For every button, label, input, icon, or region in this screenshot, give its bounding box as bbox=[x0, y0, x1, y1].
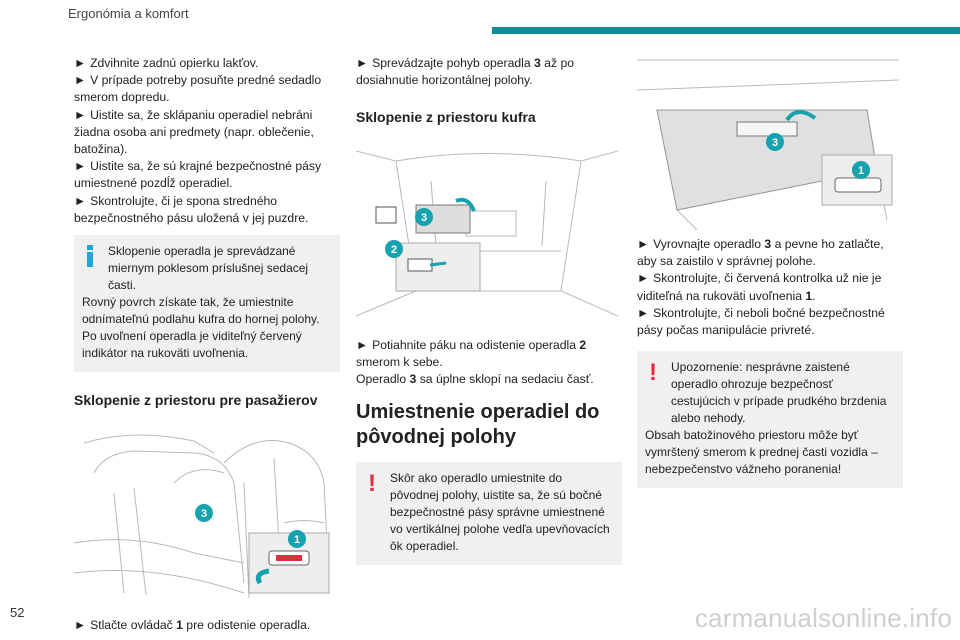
callout-label: 3 bbox=[772, 137, 778, 149]
page-header-title: Ergonómia a komfort bbox=[68, 6, 189, 21]
warning-text: Upozornenie: nesprávne zaistené operadlo… bbox=[671, 360, 887, 426]
header-accent-bar bbox=[492, 27, 960, 34]
bullet-item: ►Skontrolujte, či je spona stredného bez… bbox=[74, 193, 309, 225]
caption: ►Stlačte ovládač 1 pre odistenie operadl… bbox=[74, 618, 311, 633]
illustration-rear-seats: 3 1 bbox=[74, 423, 336, 604]
bullet-item: ►Uistite sa, že sklápaniu operadiel nebr… bbox=[74, 107, 314, 157]
caption: Operadlo 3 sa úplne sklopí na sedaciu ča… bbox=[356, 372, 594, 387]
info-text: Rovný povrch získate tak, že umiestnite … bbox=[82, 295, 320, 327]
section-title: Umiestnenie operadiel do pôvodnej polohy bbox=[356, 401, 600, 449]
watermark: carmanualsonline.info bbox=[694, 603, 952, 633]
bullet-item: ►Skontrolujte, či neboli bočné bezpečnos… bbox=[637, 305, 885, 338]
caption: ►Potiahnite páku na odistenie operadla 2… bbox=[356, 337, 587, 369]
callout-label: 3 bbox=[201, 508, 207, 520]
column-2: ►Sprevádzajte pohyb operadla 3 až po dos… bbox=[356, 55, 622, 566]
info-box: Sklopenie operadla je sprevádzané mierny… bbox=[74, 235, 340, 373]
column-1: ►Zdvihnite zadnú opierku lakťov. ►V príp… bbox=[74, 55, 340, 634]
column-3: 3 1 ►Vyrovnajte operadlo 3 a pevne ho za… bbox=[637, 50, 903, 489]
warning-text: Skôr ako operadlo umiestnite do pôvodnej… bbox=[390, 471, 610, 554]
warning-text: Obsah batožinového priestoru môže byť vy… bbox=[645, 428, 878, 477]
bullet-item: ►Uistite sa, že sú krajné bezpečnostné p… bbox=[74, 159, 322, 191]
page-number: 52 bbox=[10, 605, 25, 620]
callout-label: 1 bbox=[294, 534, 300, 546]
callout-label: 1 bbox=[858, 165, 864, 177]
warning-box: ! Upozornenie: nesprávne zaistené operad… bbox=[637, 351, 903, 489]
info-text: Po uvoľnení operadla je viditeľný červen… bbox=[82, 329, 302, 361]
bullet-item: ►Skontrolujte, či červená kontrolka už n… bbox=[637, 271, 882, 303]
section-heading: Sklopenie z priestoru pre pasažierov bbox=[74, 392, 318, 409]
warning-box: ! Skôr ako operadlo umiestnite do pôvodn… bbox=[356, 462, 622, 566]
illustration-trunk: 3 2 bbox=[356, 140, 618, 321]
warning-icon: ! bbox=[649, 359, 657, 387]
bullet-item: ►Vyrovnajte operadlo 3 a pevne ho zatlač… bbox=[637, 237, 884, 269]
bullet-item: ►Sprevádzajte pohyb operadla 3 až po dos… bbox=[356, 56, 574, 88]
callout-label: 2 bbox=[391, 244, 397, 256]
callout-label: 3 bbox=[421, 212, 427, 224]
bullet-item: ►V prípade potreby posuňte predné sedadl… bbox=[74, 73, 322, 105]
warning-icon: ! bbox=[368, 470, 376, 498]
info-text: Sklopenie operadla je sprevádzané mierny… bbox=[108, 244, 309, 293]
illustration-seatback-return: 3 1 bbox=[637, 50, 899, 230]
bullet-item: ►Zdvihnite zadnú opierku lakťov. bbox=[74, 56, 259, 70]
section-heading: Sklopenie z priestoru kufra bbox=[356, 109, 536, 126]
info-icon bbox=[87, 245, 93, 268]
